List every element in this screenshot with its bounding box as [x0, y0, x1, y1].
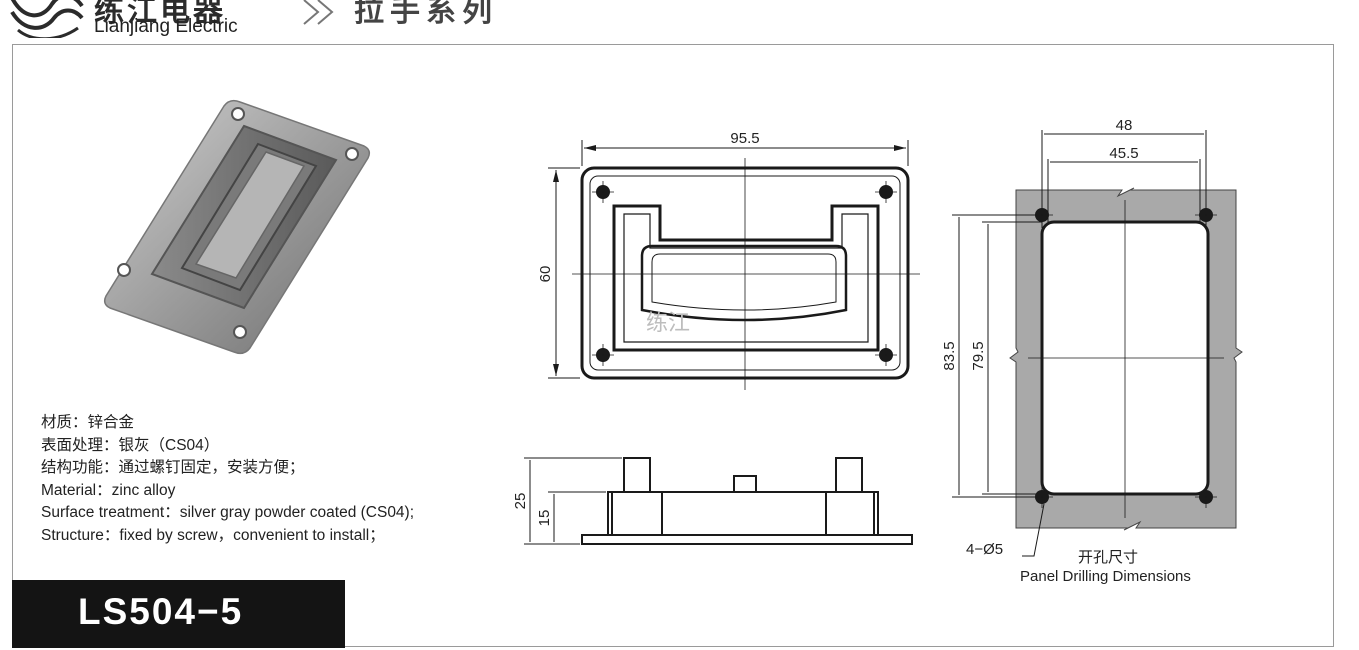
side-total-height-dim: 25 — [512, 493, 529, 510]
double-chevron-icon — [303, 0, 334, 25]
wave-logo-icon — [10, 0, 84, 38]
spec-surface-cn: 表面处理：银灰（CS04） — [41, 436, 220, 454]
front-height-dim: 60 — [537, 266, 554, 283]
front-view-drawing — [548, 140, 920, 390]
side-view-drawing — [524, 457, 913, 545]
front-width-dim: 95.5 — [730, 130, 759, 147]
spec-surface-en: Surface treatment：silver gray powder coa… — [41, 504, 415, 522]
cutout-caption-en: Panel Drilling Dimensions — [1020, 568, 1191, 585]
model-code-box — [12, 580, 345, 648]
spec-structure-cn: 结构功能：通过螺钉固定，安装方便； — [41, 459, 305, 477]
page-header: 练江电器 Lianjiang Electric 拉手系列 — [0, 0, 1359, 44]
side-base-height-dim: 15 — [536, 510, 553, 527]
series-title: 拉手系列 — [354, 0, 498, 29]
content-frame — [12, 44, 1334, 647]
cutout-caption-cn: 开孔尺寸 — [1078, 549, 1139, 566]
spec-material-en: Material：zinc alloy — [41, 481, 176, 499]
model-code: LS504−5 — [78, 591, 244, 632]
cutout-inner-width-dim: 45.5 — [1109, 145, 1138, 162]
brand-name-en: Lianjiang Electric — [94, 16, 238, 37]
watermark: 练江 — [646, 311, 690, 336]
hole-spec-dim: 4−Ø5 — [966, 541, 1003, 558]
cutout-outer-width-dim: 48 — [1116, 117, 1133, 134]
specifications: 材质：锌合金 表面处理：银灰（CS04） 结构功能：通过螺钉固定，安装方便； M… — [41, 412, 414, 548]
brand-name-cn: 练江电器 — [94, 0, 226, 29]
front-view-holes — [596, 185, 893, 362]
panel-cutout-drawing — [952, 130, 1243, 557]
cutout-inner-height-dim: 79.5 — [970, 341, 987, 370]
cutout-outer-height-dim: 83.5 — [941, 341, 958, 370]
product-photo — [103, 99, 371, 355]
spec-material-cn: 材质：锌合金 — [41, 414, 135, 431]
spec-structure-en: Structure：fixed by screw，convenient to i… — [41, 526, 385, 544]
